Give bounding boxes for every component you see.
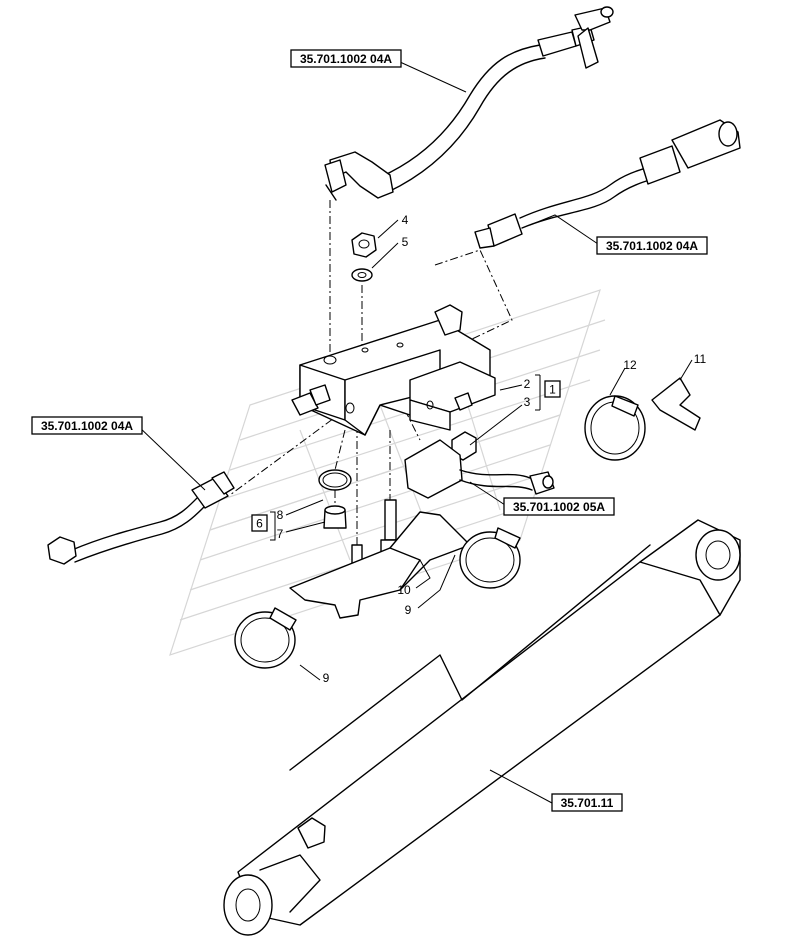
sensor-harness [404,439,555,499]
callout-7: 7 [277,527,284,541]
hydraulic-cylinder [223,519,741,936]
ref-hose-left-label: 35.701.1002 04A [41,419,133,433]
callout-5: 5 [402,235,409,249]
valve-block [291,304,496,436]
hose-clamp-9-upper [459,527,521,589]
callout-4: 4 [402,213,409,227]
callout-10: 10 [397,583,411,597]
nut-and-washer [351,232,377,282]
o-ring-and-plug [318,469,352,529]
callout-8: 8 [277,508,284,522]
hose-clamp-12 [584,395,646,461]
callout-1-box: 1 [544,380,561,398]
ref-hose-right-label: 35.701.1002 04A [606,239,698,253]
callout-2: 2 [524,377,531,391]
hose-clamp-9-lower [234,607,297,669]
top-hose-assembly [324,6,614,201]
ref-box-cylinder[interactable]: 35.701.11 [551,793,623,812]
callout-3: 3 [524,395,531,409]
ref-box-harness[interactable]: 35.701.1002 05A [503,497,615,516]
ref-box-hose-right[interactable]: 35.701.1002 04A [596,236,708,255]
callout-9-upper: 9 [405,603,412,617]
callout-6-box: 6 [251,514,268,532]
callout-6: 6 [256,517,263,531]
callout-1: 1 [549,383,556,397]
leader-lines [136,61,693,804]
ref-harness-label: 35.701.1002 05A [513,500,605,514]
left-hose-assembly [47,471,235,565]
callout-11: 11 [694,352,707,366]
callout-12: 12 [623,358,637,372]
ref-cylinder-label: 35.701.11 [561,796,614,810]
ref-hose-top-label: 35.701.1002 04A [300,52,392,66]
ref-box-hose-top[interactable]: 35.701.1002 04A [290,49,402,68]
clip-11 [651,377,701,431]
right-hose-assembly [474,119,741,249]
callout-9-lower: 9 [323,671,330,685]
ref-box-hose-left[interactable]: 35.701.1002 04A [31,416,143,435]
